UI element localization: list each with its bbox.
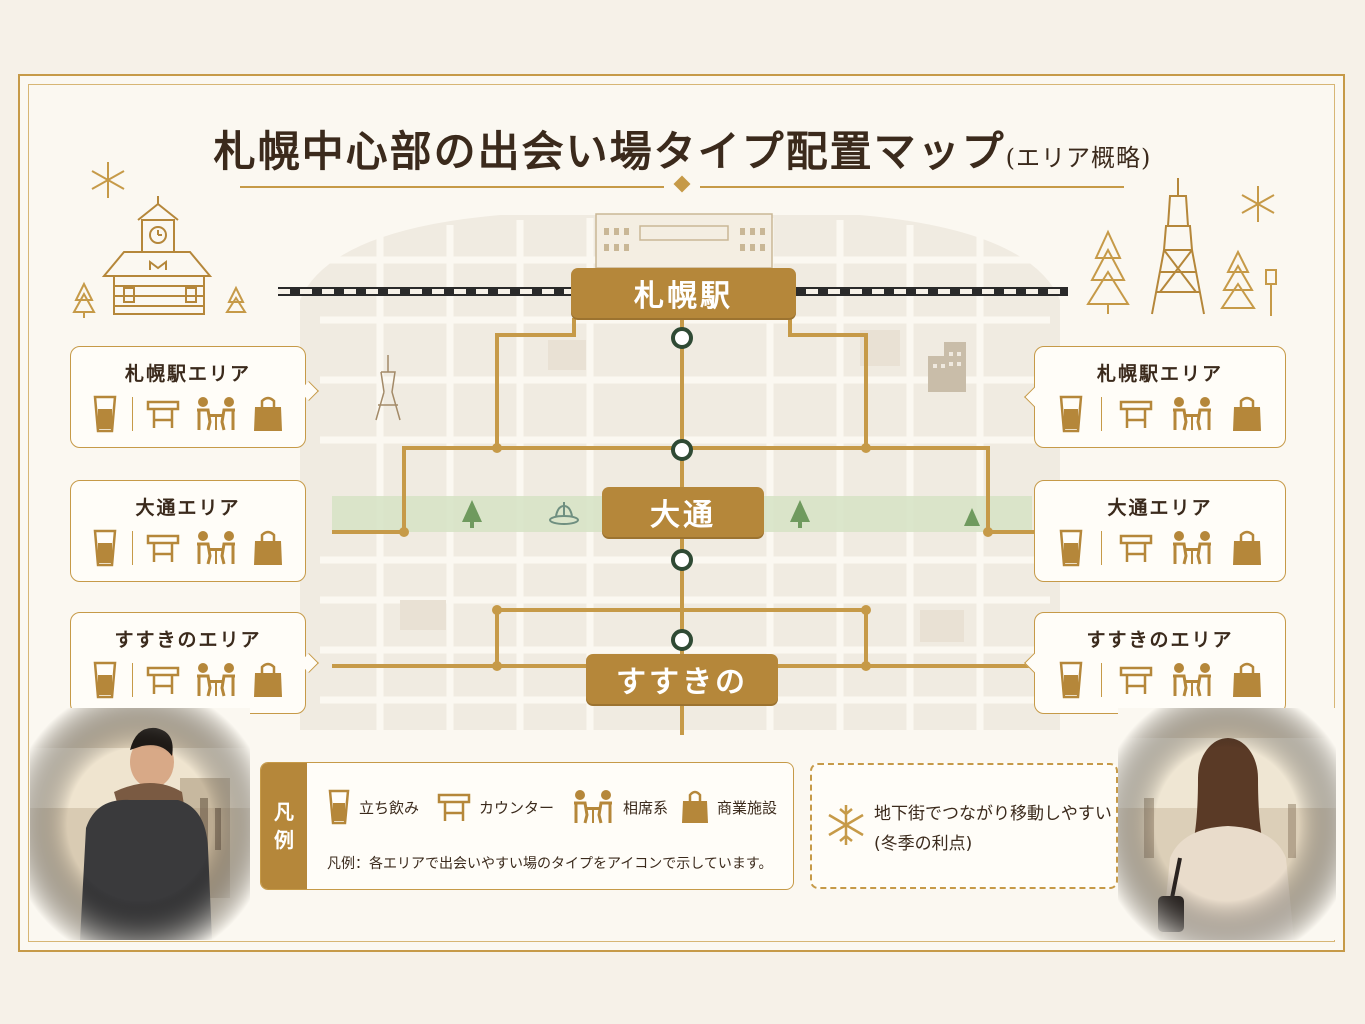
- counter-icon: [147, 400, 180, 428]
- divider: [131, 531, 133, 565]
- standing-bar-icon: [1059, 661, 1082, 699]
- area-label: すすきのエリア: [1086, 629, 1234, 651]
- title-rule-right: [700, 186, 1124, 188]
- divider: [131, 397, 133, 431]
- title-main: 札幌中心部の出会い場タイプ配置マップ: [213, 127, 1006, 176]
- underground-tip-box: 地下街でつながり移動しやすい (冬季の利点): [810, 763, 1118, 889]
- pine-tree-icon: [1086, 229, 1256, 314]
- inner-frame: [28, 84, 1335, 942]
- shopping-bag-icon: [682, 790, 708, 823]
- shared-table-icon: [574, 790, 612, 824]
- area-card-odori-right[interactable]: 大通エリア: [1034, 480, 1286, 582]
- tip-line-1: 地下街でつながり移動しやすい: [874, 804, 1112, 824]
- fountain-icon: [549, 502, 579, 525]
- area-icons: [1049, 393, 1271, 435]
- standing-bar-icon: [93, 395, 117, 433]
- shopping-bag-icon: [254, 396, 283, 431]
- tv-tower-icon: [1151, 178, 1205, 315]
- title-sub: (エリア概略): [1005, 144, 1152, 172]
- tip-text: 地下街でつながり移動しやすい (冬季の利点): [874, 799, 1112, 859]
- snowflake-icon: [828, 805, 864, 845]
- station-odori[interactable]: 大通: [602, 487, 764, 537]
- divider: [1100, 663, 1102, 697]
- standing-bar-icon: [1059, 395, 1082, 433]
- building-small-icon: [928, 342, 966, 392]
- page-title: 札幌中心部の出会い場タイプ配置マップ(エリア概略): [0, 118, 1365, 179]
- area-card-susukino-left[interactable]: すすきのエリア: [70, 612, 306, 714]
- legend-heading: 凡例: [261, 763, 307, 889]
- junction-dots: [399, 443, 993, 671]
- counter-icon: [437, 793, 471, 821]
- title-rule-left: [240, 186, 664, 188]
- tip-line-2: (冬季の利点): [874, 834, 973, 854]
- area-card-sapporo-left[interactable]: 札幌駅エリア: [70, 346, 306, 448]
- pine-tree-icon: [72, 281, 247, 318]
- legend-item-counter: カウンター: [437, 787, 554, 827]
- legend-label: 相席系: [623, 798, 669, 817]
- area-icons: [85, 527, 291, 569]
- counter-icon: [1119, 400, 1152, 428]
- counter-icon: [147, 666, 180, 694]
- shared-table-icon: [1172, 397, 1211, 431]
- shared-table-icon: [197, 397, 236, 431]
- legend-label: カウンター: [479, 798, 555, 817]
- photo-woman-right: [1118, 708, 1336, 940]
- area-label: 札幌駅エリア: [1096, 363, 1223, 385]
- clock-tower-icon: [101, 196, 213, 315]
- legend-item-shared-table: 相席系: [571, 787, 668, 827]
- shared-table-icon: [1172, 663, 1211, 697]
- tv-tower-small-icon: [375, 355, 401, 421]
- standing-bar-icon: [1059, 529, 1082, 567]
- counter-icon: [147, 534, 180, 562]
- shared-table-icon: [197, 663, 236, 697]
- station-susukino[interactable]: すすきの: [586, 654, 778, 704]
- park-tree-icon: [462, 500, 980, 528]
- legend-item-shopping: 商業施設: [681, 787, 777, 827]
- shopping-bag-icon: [254, 530, 283, 565]
- divider: [1100, 397, 1102, 431]
- legend-item-standing-bar: 立ち飲み: [327, 787, 419, 827]
- sapporo-station-building-icon: [595, 213, 773, 269]
- standing-bar-icon: [93, 661, 117, 699]
- area-icons: [85, 659, 291, 701]
- area-label: すすきのエリア: [114, 629, 262, 651]
- area-label: 大通エリア: [135, 497, 241, 519]
- divider: [131, 663, 133, 697]
- area-icons: [85, 393, 291, 435]
- snowflake-icon: [91, 162, 1275, 222]
- station-sapporo[interactable]: 札幌駅: [571, 268, 796, 318]
- area-label: 札幌駅エリア: [124, 363, 251, 385]
- counter-icon: [1119, 666, 1152, 694]
- shopping-bag-icon: [1232, 530, 1261, 565]
- legend-note: 凡例：各エリアで出会いやすい場のタイプをアイコンで示しています。: [327, 856, 773, 872]
- shopping-bag-icon: [1232, 662, 1261, 697]
- shared-table-icon: [1172, 531, 1211, 565]
- street-lamp-icon: [1265, 269, 1277, 316]
- area-card-sapporo-right[interactable]: 札幌駅エリア: [1034, 346, 1286, 448]
- photo-man-left: [30, 708, 250, 940]
- area-label: 大通エリア: [1107, 497, 1213, 519]
- legend-label: 立ち飲み: [359, 798, 420, 817]
- legend-heading-text: 凡例: [274, 800, 294, 852]
- area-card-odori-left[interactable]: 大通エリア: [70, 480, 306, 582]
- area-card-susukino-right[interactable]: すすきのエリア: [1034, 612, 1286, 714]
- legend-box: 凡例 立ち飲み カウンター 相席系 商業施設 凡例：各エリアで出会いやすい場のタ…: [260, 762, 794, 890]
- area-icons: [1049, 659, 1271, 701]
- area-icons: [1049, 527, 1271, 569]
- shopping-bag-icon: [1232, 396, 1261, 431]
- station-stop-icon: [671, 327, 693, 651]
- standing-bar-icon: [328, 789, 350, 825]
- shopping-bag-icon: [254, 662, 283, 697]
- shared-table-icon: [197, 531, 236, 565]
- legend-label: 商業施設: [717, 798, 778, 817]
- divider: [1100, 531, 1102, 565]
- standing-bar-icon: [93, 529, 117, 567]
- counter-icon: [1119, 534, 1152, 562]
